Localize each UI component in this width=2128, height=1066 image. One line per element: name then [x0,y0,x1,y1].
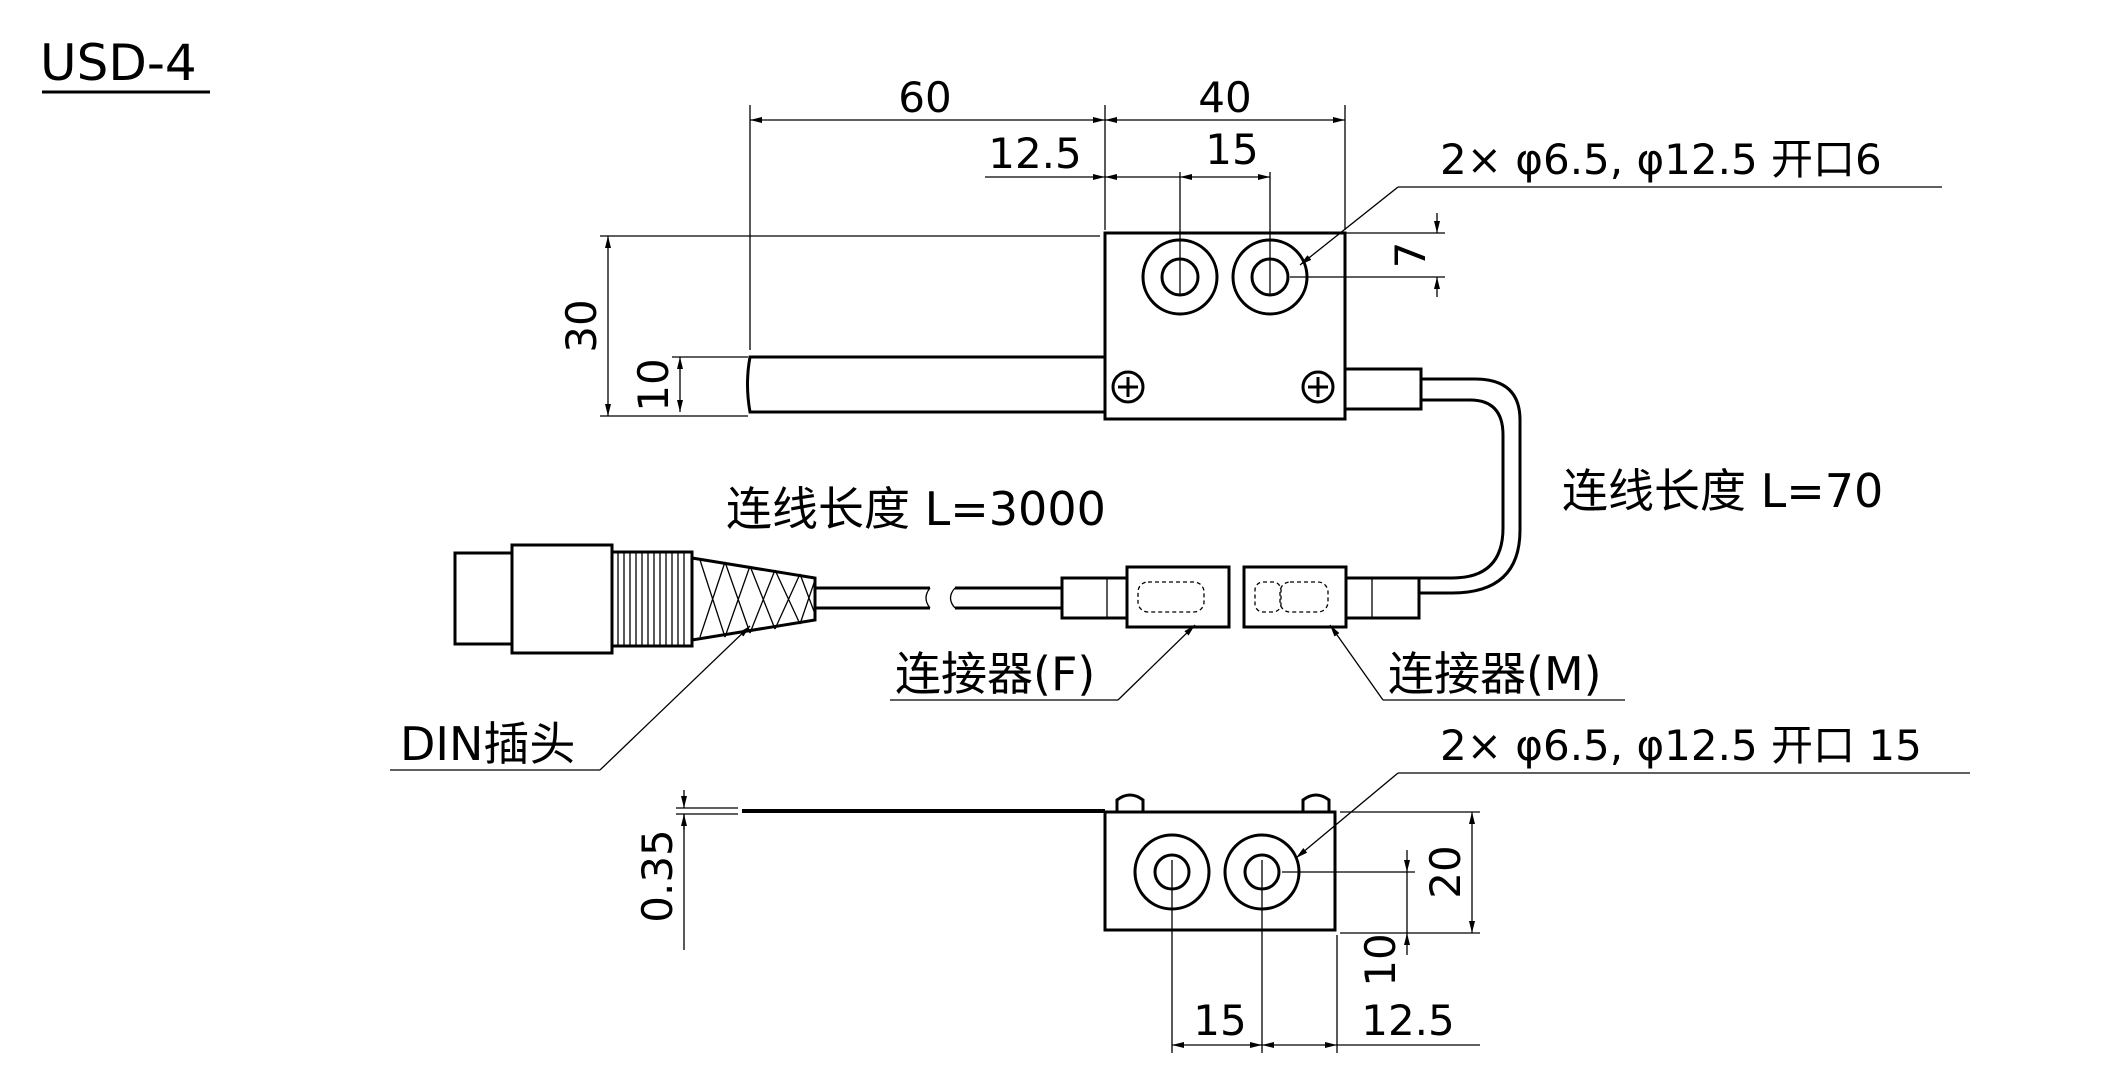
side-dimensions: 0.35 20 10 15 12.5 2× φ6.5, φ12.5 开口 15 [633,721,1970,1053]
dim-30-label: 30 [557,299,606,352]
screw-head-side-2 [1301,793,1331,812]
dim-15-bottom-label: 15 [1193,996,1246,1045]
connector-m-icon [1242,565,1421,629]
dim-20-label: 20 [1421,845,1470,898]
cable-exit-sleeve [1343,367,1423,411]
sensor-strip-arm [746,355,1107,414]
connector-f-housing [1125,565,1231,629]
side-view-block [1103,810,1337,932]
title-text: USD-4 [40,34,197,92]
connector-m-housing [1242,565,1348,629]
connector-f-icon [1060,565,1231,629]
dim-60-label: 60 [898,73,951,122]
short-cable-outer [1419,377,1522,595]
din-plug-threaded-grip [610,550,694,648]
dim-12-5-bottom-label: 12.5 [1361,996,1455,1045]
sensor-head-block [1103,231,1347,421]
connector-m-callout: 连接器(M) [1329,624,1625,701]
side-view [742,793,1337,932]
din-plug-strain-relief [690,556,817,642]
dim-10-left-label: 10 [629,358,678,411]
hole-spec-bottom-leader [1295,772,1399,859]
screw-head-side-1 [1115,793,1145,812]
top-dimensions: 60 40 12.5 15 30 10 7 2× φ6.5, φ12.5 开口6 [557,73,1942,417]
dim-0-35-label: 0.35 [633,829,682,923]
din-plug-grip-lines [617,552,685,646]
connector-f-callout: 连接器(F) [890,624,1196,701]
long-cable [815,586,1062,610]
connector-m-label: 连接器(M) [1388,647,1602,701]
drawing-title: USD-4 [40,34,210,94]
cable-short-label: 连线长度 L=70 [1562,464,1883,518]
top-view [746,231,1522,595]
din-plug-label: DIN插头 [400,717,575,771]
screw-2-icon [1301,370,1335,404]
connector-f-label: 连接器(F) [895,647,1095,701]
hole-spec-top-leader [1299,186,1399,266]
dim-10-right-label: 10 [1356,933,1405,986]
din-plug-icon [453,543,817,655]
dim-15-top-label: 15 [1205,125,1258,174]
dim-7-label: 7 [1386,242,1435,269]
hole-spec-bottom-label: 2× φ6.5, φ12.5 开口 15 [1440,721,1922,770]
dim-12-5-top-label: 12.5 [988,129,1082,178]
din-plug-body [510,543,614,655]
din-plug-callout: DIN插头 [390,625,751,771]
dim-40-label: 40 [1198,73,1251,122]
hole-spec-top-label: 2× φ6.5, φ12.5 开口6 [1440,135,1882,184]
short-cable-inner [1419,398,1505,580]
din-plug-cap [453,551,517,646]
screw-1-icon [1111,370,1145,404]
din-plug-mesh-pattern [699,559,816,638]
cable-long-label: 连线长度 L=3000 [726,482,1106,536]
